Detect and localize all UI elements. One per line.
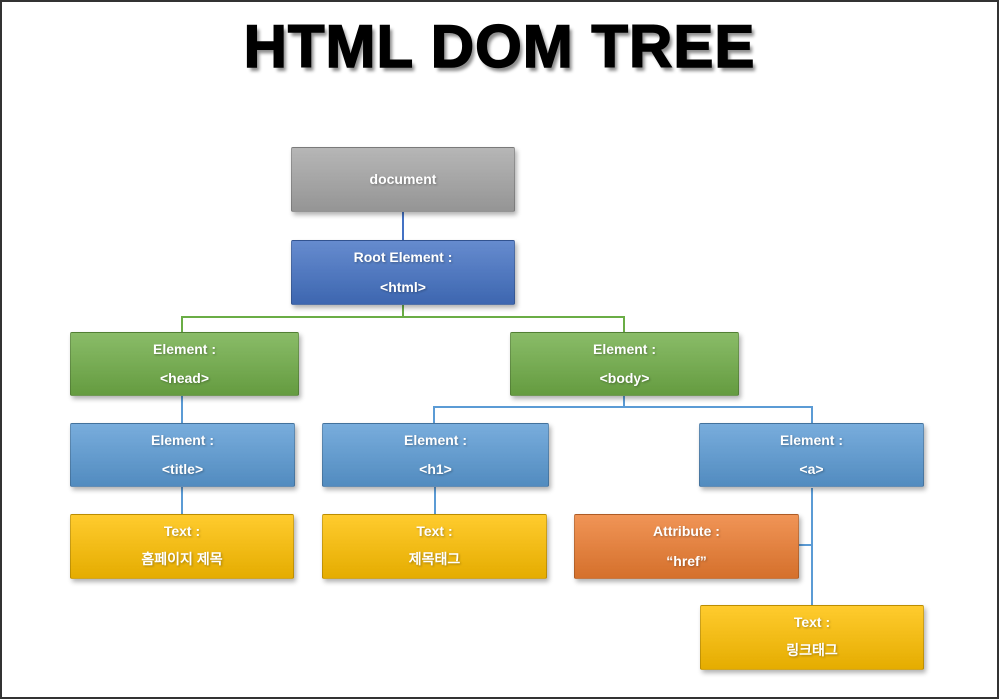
node-label: Text : <box>793 614 831 630</box>
node-label: Root Element : <box>353 249 453 265</box>
connector-html-stub <box>402 305 404 317</box>
node-attribute-href: Attribute : “href” <box>574 514 799 579</box>
node-label: Text : <box>416 523 453 539</box>
connector-html-children-bar <box>181 316 625 318</box>
node-value: 제목태그 <box>408 551 461 567</box>
node-value: 홈페이지 제목 <box>141 551 223 567</box>
node-tag: <h1> <box>419 461 452 477</box>
node-label: Text : <box>163 523 201 539</box>
node-value: “href” <box>666 553 707 569</box>
node-document: document <box>291 147 515 212</box>
node-element-head: Element : <head> <box>70 332 299 396</box>
connector-head-title <box>181 396 183 423</box>
node-element-a: Element : <a> <box>699 423 924 487</box>
node-text-link-tag: Text : 링크태그 <box>700 605 924 670</box>
connector-document-html <box>402 212 404 240</box>
connector-a-text <box>811 488 813 605</box>
connector-body-stub <box>623 396 625 408</box>
node-element-h1: Element : <h1> <box>322 423 549 487</box>
connector-drop-head <box>181 316 183 333</box>
connector-drop-h1 <box>433 406 435 423</box>
node-element-title: Element : <title> <box>70 423 295 487</box>
node-label: Attribute : <box>653 523 720 539</box>
node-text-heading-tag: Text : 제목태그 <box>322 514 547 579</box>
node-tag: <body> <box>599 370 650 386</box>
node-tag: <a> <box>799 461 824 477</box>
node-label: Element : <box>150 432 214 448</box>
connector-title-text <box>181 487 183 514</box>
node-tag: <head> <box>159 370 210 386</box>
connector-body-children-bar <box>433 406 813 408</box>
connector-a-attribute <box>798 544 813 546</box>
connector-h1-text <box>434 487 436 515</box>
connector-drop-body <box>623 316 625 333</box>
page-title: HTML DOM TREE <box>243 12 756 81</box>
node-root-element-html: Root Element : <html> <box>291 240 515 305</box>
node-label: Element : <box>779 432 843 448</box>
node-value: 링크태그 <box>786 642 838 658</box>
node-label: Element : <box>403 432 467 448</box>
node-tag: <html> <box>380 279 426 295</box>
node-label: document <box>369 171 437 187</box>
connector-drop-a <box>811 406 813 423</box>
node-element-body: Element : <body> <box>510 332 739 396</box>
node-label: Element : <box>152 341 216 357</box>
node-text-homepage-title: Text : 홈페이지 제목 <box>70 514 294 579</box>
node-label: Element : <box>592 341 656 357</box>
node-tag: <title> <box>161 461 204 477</box>
